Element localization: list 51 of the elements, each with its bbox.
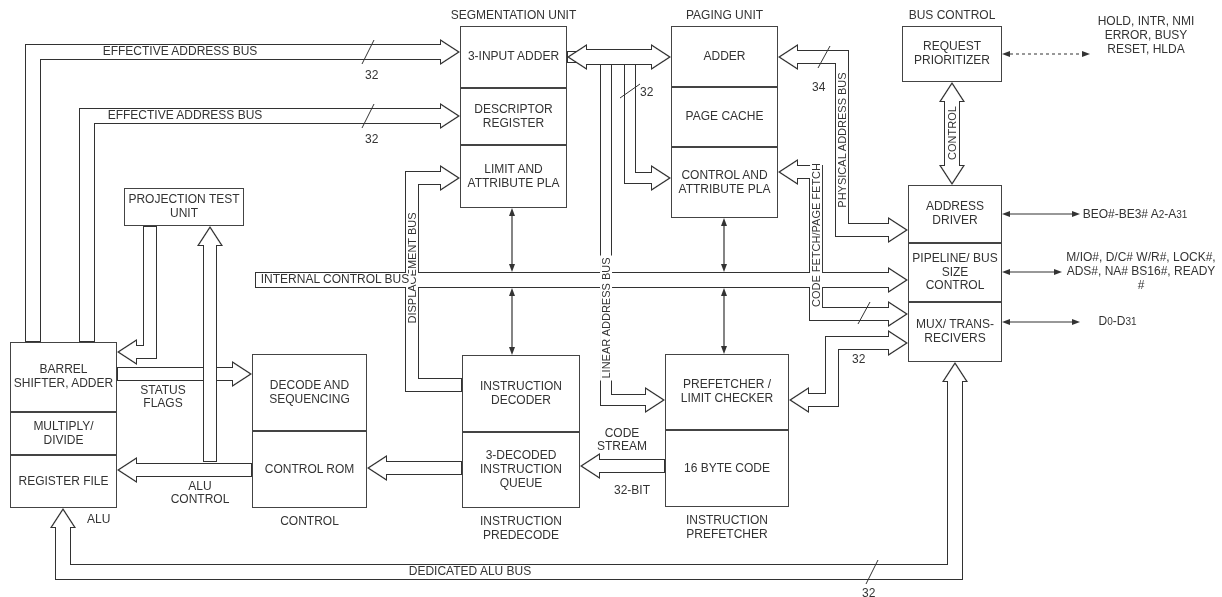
arrow	[509, 208, 515, 272]
arrow	[1002, 51, 1090, 57]
bus-arrow	[25, 39, 460, 342]
bus-arrow	[367, 455, 462, 481]
bus-arrow	[939, 82, 965, 185]
arrow	[721, 218, 727, 272]
function-block: ADDRESS DRIVER	[908, 185, 1002, 243]
arrow	[721, 288, 727, 354]
edge-label: EFFECTIVE ADDRESS BUS	[105, 109, 265, 123]
unit-label: PAGING UNIT	[685, 9, 764, 23]
bus-width-label: 32	[365, 132, 379, 146]
unit-label: BUS CONTROL	[908, 9, 996, 23]
bus-arrow	[117, 457, 252, 483]
edge-label: EFFECTIVE ADDRESS BUS	[100, 45, 260, 59]
unit-label: CONTROL	[279, 515, 340, 529]
edge-label: DEDICATED ALU BUS	[406, 565, 534, 579]
bus-arrow	[778, 159, 908, 327]
arrow	[1002, 211, 1080, 217]
function-block: PROJECTION TEST UNIT	[124, 188, 244, 226]
arrow	[509, 288, 515, 355]
bus-arrow	[405, 165, 462, 392]
bus-arrow	[789, 330, 908, 413]
bus-width-label: 32	[862, 586, 876, 597]
bus-arrow	[255, 267, 908, 293]
bus-arrow	[580, 453, 665, 479]
bus-arrow	[778, 44, 908, 243]
function-block: PAGE CACHE	[671, 87, 778, 147]
bus-arrow	[117, 361, 252, 387]
bus-arrow	[197, 226, 223, 462]
bus-width-label: 32	[640, 85, 654, 99]
arrow	[1002, 269, 1062, 275]
block-label: REQUEST PRIORITIZER	[913, 40, 991, 68]
bus-arrow	[50, 362, 968, 580]
unit-label: ALU	[87, 513, 111, 527]
bus-width-label: 32	[852, 352, 866, 366]
function-block: DESCRIPTOR REGISTER	[460, 88, 567, 145]
unit-label: SEGMENTATION UNIT	[450, 9, 577, 23]
function-block: PIPELINE/ BUS SIZE CONTROL	[908, 243, 1002, 302]
arrow	[1002, 319, 1080, 325]
bus-width-label: 32	[365, 68, 379, 82]
function-block: MULTIPLY/ DIVIDE	[10, 412, 117, 455]
unit-label: INSTRUCTION PREDECODE	[479, 515, 563, 543]
bus-width-label: 34	[812, 80, 826, 94]
signal-list: M/IO#, D/C# W/R#, LOCK#, ADS#, NA# BS16#, READY #	[1062, 236, 1220, 308]
function-block: MUX/ TRANS- RECIVERS	[908, 302, 1002, 362]
unit-label: INSTRUCTION PREFETCHER	[685, 514, 769, 542]
bus-width-label: 32-BIT	[614, 483, 650, 497]
bus-arrow	[117, 226, 157, 365]
bus-arrow	[79, 103, 460, 342]
edge-label: LINEAR ADDRESS BUS	[599, 255, 613, 381]
signal-list: HOLD, INTR, NMI ERROR, BUSY RESET, HLDA	[1090, 8, 1202, 64]
